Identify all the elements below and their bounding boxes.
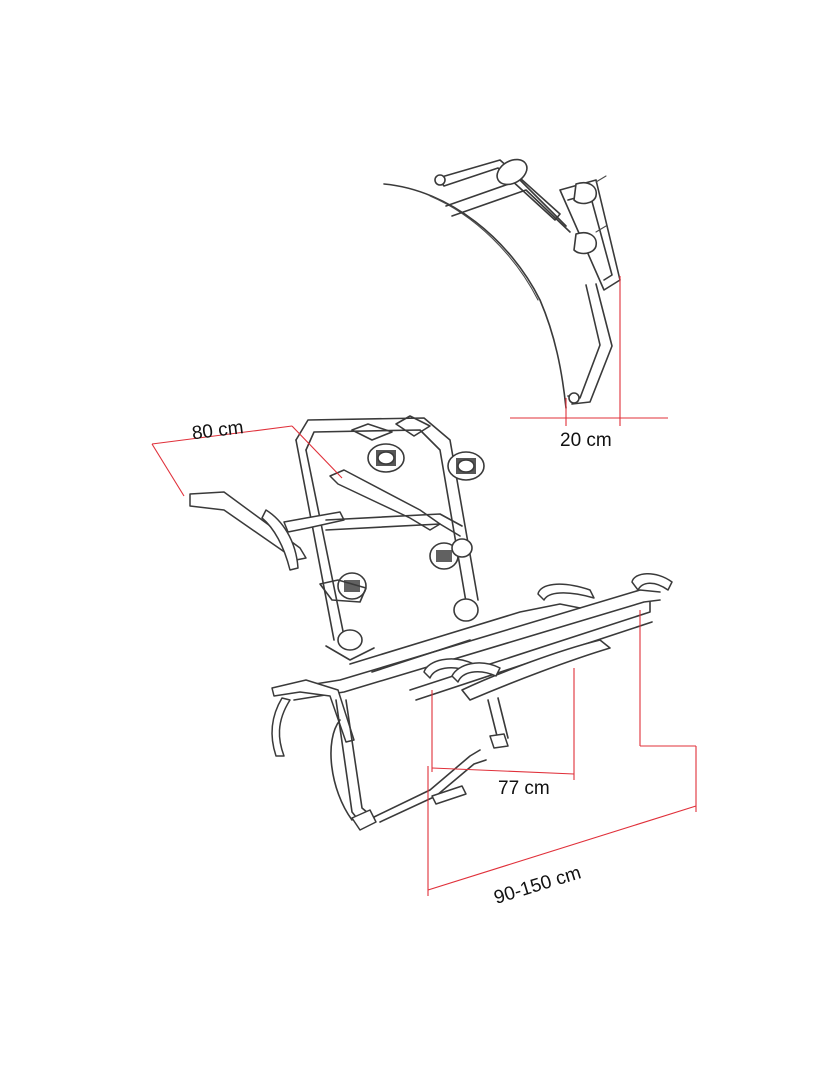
dimension-label-80cm: 80 cm	[191, 417, 245, 444]
dimension-label-77cm: 77 cm	[498, 778, 550, 799]
side-view-drawing	[383, 158, 621, 409]
dimension-label-20cm: 20 cm	[560, 430, 612, 451]
carrier-drawing	[189, 415, 673, 831]
dimension-label-90-150cm: 90-150 cm	[492, 862, 584, 908]
dimension-lines	[151, 276, 697, 896]
